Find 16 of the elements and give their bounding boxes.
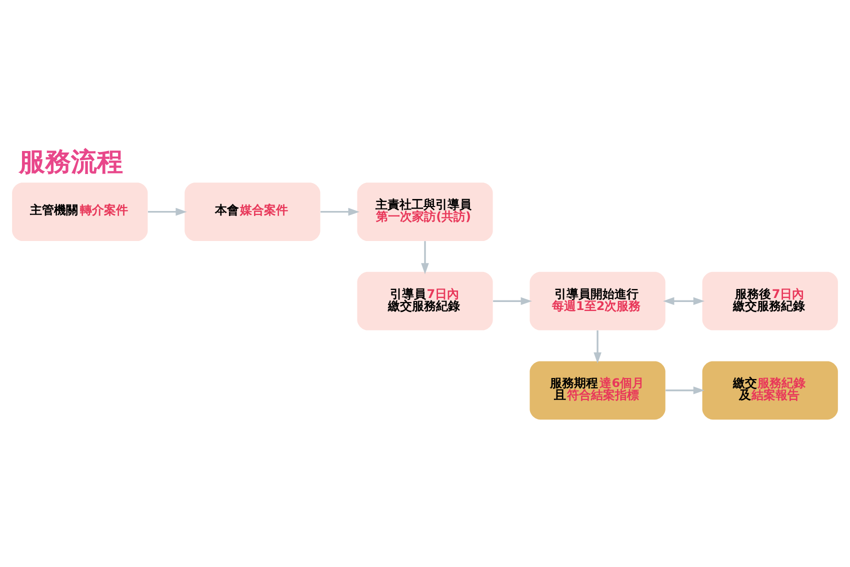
arrow [421, 241, 429, 274]
arrow [493, 297, 532, 306]
node-box: 服務後7日內 繳交服務紀錄 [702, 272, 838, 330]
node-box: 主管機關轉介案件 [12, 182, 148, 241]
node-box: 引導員7日內 繳交服務紀錄 [357, 272, 493, 330]
node-box: 本會媒合案件 [184, 182, 320, 241]
node-box: 服務期程達6個月 且符合結案指標 [530, 361, 666, 420]
arrow [666, 386, 705, 394]
diagram-title: 服務流程 [18, 148, 123, 178]
node-box: 繳交服務紀錄 及結案報告 [702, 361, 838, 420]
arrow [663, 297, 705, 306]
node-box: 主責社工與引導員 第一次家訪(共訪) [357, 182, 493, 241]
node-box: 引導員開始進行 每週1至2次服務 [530, 272, 666, 330]
arrow [320, 208, 360, 216]
arrow [148, 208, 187, 216]
arrow [594, 330, 602, 364]
